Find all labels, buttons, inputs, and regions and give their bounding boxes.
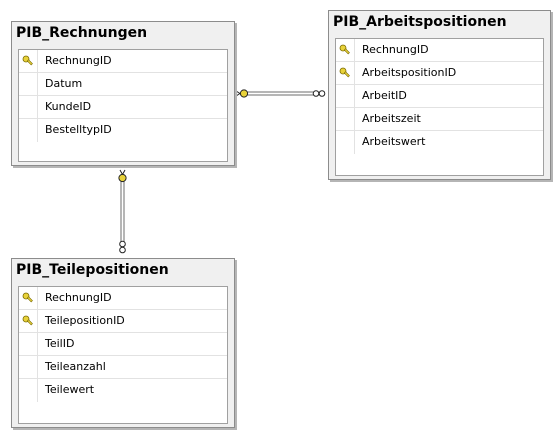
column-name: ArbeitspositionID xyxy=(362,66,457,79)
column-list: RechnungID ArbeitspositionID ArbeitID Ar… xyxy=(335,38,544,176)
column-name: ArbeitID xyxy=(362,89,407,102)
one-end-key-icon xyxy=(118,169,127,183)
column-row[interactable]: Arbeitszeit xyxy=(336,108,543,131)
key-icon xyxy=(22,55,33,66)
column-row[interactable]: TeilepositionID xyxy=(19,310,227,333)
column-row[interactable]: RechnungID xyxy=(336,39,543,62)
column-row[interactable]: Arbeitswert xyxy=(336,131,543,154)
column-name: Arbeitswert xyxy=(362,135,426,148)
many-end-infinity-icon xyxy=(119,240,126,254)
key-icon xyxy=(22,292,33,303)
column-row[interactable]: Teilewert xyxy=(19,379,227,402)
column-name: TeilepositionID xyxy=(45,314,125,327)
one-end-key-icon xyxy=(235,89,249,98)
key-icon xyxy=(339,67,350,78)
column-name: KundeID xyxy=(45,100,92,113)
relationship-rechnungen-teilepositionen[interactable] xyxy=(118,169,127,254)
table-pib-rechnungen[interactable]: PIB_Rechnungen RechnungID Datum KundeID … xyxy=(11,21,235,166)
many-end-infinity-icon xyxy=(312,90,326,97)
table-title: PIB_Teilepositionen xyxy=(16,262,169,278)
column-name: RechnungID xyxy=(362,43,429,56)
table-pib-arbeitspositionen[interactable]: PIB_Arbeitspositionen RechnungID Arbeits… xyxy=(328,10,551,180)
column-name: Teileanzahl xyxy=(45,360,106,373)
column-list: RechnungID TeilepositionID TeilID Teilea… xyxy=(18,286,228,424)
column-row[interactable]: ArbeitID xyxy=(336,85,543,108)
column-row[interactable]: RechnungID xyxy=(19,287,227,310)
column-row[interactable]: KundeID xyxy=(19,96,227,119)
column-row[interactable]: RechnungID xyxy=(19,50,227,73)
column-name: RechnungID xyxy=(45,291,112,304)
column-row[interactable]: ArbeitspositionID xyxy=(336,62,543,85)
relationship-rechnungen-arbeitspositionen[interactable] xyxy=(235,89,326,98)
column-name: TeilID xyxy=(45,337,75,350)
column-row[interactable]: TeilID xyxy=(19,333,227,356)
key-icon xyxy=(22,315,33,326)
table-title: PIB_Rechnungen xyxy=(16,25,148,41)
column-row[interactable]: Datum xyxy=(19,73,227,96)
column-name: BestelltypID xyxy=(45,123,112,136)
table-pib-teilepositionen[interactable]: PIB_Teilepositionen RechnungID Teileposi… xyxy=(11,258,235,428)
table-title: PIB_Arbeitspositionen xyxy=(333,14,507,30)
key-icon xyxy=(339,44,350,55)
column-list: RechnungID Datum KundeID BestelltypID xyxy=(18,49,228,162)
column-name: Teilewert xyxy=(45,383,95,396)
column-name: RechnungID xyxy=(45,54,112,67)
column-name: Arbeitszeit xyxy=(362,112,421,125)
column-name: Datum xyxy=(45,77,83,90)
column-row[interactable]: Teileanzahl xyxy=(19,356,227,379)
column-row[interactable]: BestelltypID xyxy=(19,119,227,142)
